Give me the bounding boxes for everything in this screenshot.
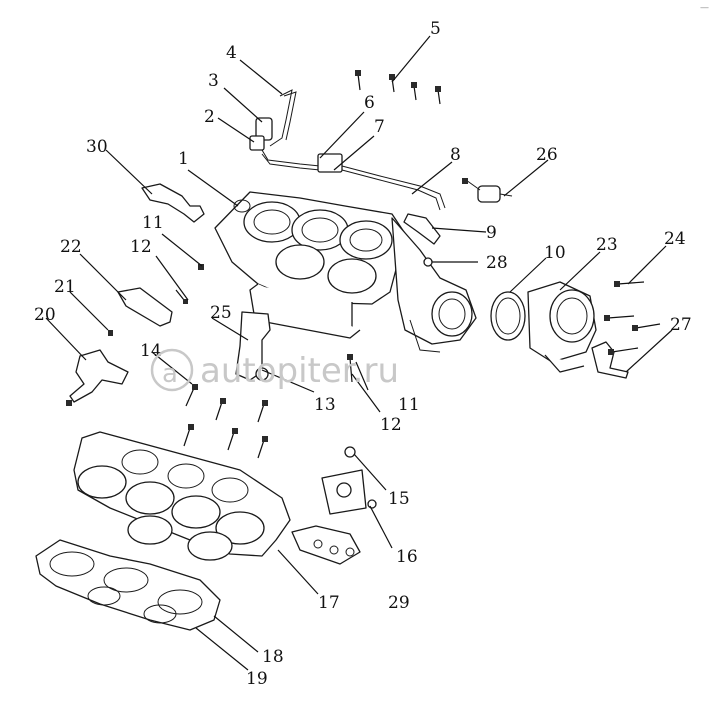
bracket-29 — [291, 525, 361, 565]
callout-9: 9 — [486, 223, 497, 243]
bracket-27 — [591, 341, 629, 379]
small-fasteners-left — [108, 264, 204, 336]
callout-30: 30 — [86, 137, 108, 157]
screws-right — [347, 354, 353, 383]
callout-12b: 12 — [380, 415, 402, 435]
callout-14: 14 — [140, 341, 162, 361]
watermark-logo-symbol: a — [162, 359, 178, 389]
callout-8: 8 — [450, 145, 461, 165]
callout-5: 5 — [430, 19, 441, 39]
callout-3: 3 — [208, 71, 219, 91]
callout-15: 15 — [388, 489, 410, 509]
callout-12a: 12 — [130, 237, 152, 257]
lower-intake-manifold — [73, 431, 291, 561]
callout-leaders — [45, 35, 673, 671]
callout-21: 21 — [54, 277, 76, 297]
callout-4: 4 — [226, 43, 237, 63]
callout-28: 28 — [486, 253, 508, 273]
bolts-14 — [183, 384, 268, 459]
vacuum-hose-assembly — [249, 89, 446, 245]
callout-6: 6 — [364, 93, 375, 113]
upper-intake-manifold — [214, 191, 477, 353]
corner-mark: — — [700, 3, 709, 13]
callout-17: 17 — [318, 593, 340, 613]
callout-7: 7 — [374, 117, 385, 137]
throttle-body — [527, 281, 597, 373]
callout-18: 18 — [262, 647, 284, 667]
callout-25: 25 — [210, 303, 232, 323]
callout-19: 19 — [246, 669, 268, 689]
callout-27: 27 — [670, 315, 692, 335]
callout-11b: 11 — [398, 395, 420, 415]
clip-28 — [423, 257, 433, 267]
callout-20: 20 — [34, 305, 56, 325]
bolts-24 — [604, 281, 661, 355]
throttle-seal-ring — [490, 291, 526, 341]
bracket-20 — [69, 349, 129, 403]
callout-13: 13 — [314, 395, 336, 415]
callout-2: 2 — [204, 107, 215, 127]
bracket-16 — [321, 446, 377, 515]
bracket-22 — [117, 287, 173, 327]
callout-10: 10 — [544, 243, 566, 263]
callout-22: 22 — [60, 237, 82, 257]
bolts-5 — [355, 70, 441, 105]
bracket-30 — [141, 183, 205, 223]
callout-11a: 11 — [142, 213, 164, 233]
callout-23: 23 — [596, 235, 618, 255]
intake-gasket — [35, 539, 221, 631]
callout-16: 16 — [396, 547, 418, 567]
callout-1: 1 — [178, 149, 189, 169]
callout-26: 26 — [536, 145, 558, 165]
sensor-26 — [462, 178, 513, 203]
callout-29: 29 — [388, 593, 410, 613]
callout-labels: 1 2 3 4 5 6 7 8 9 10 11 11 12 12 13 14 1… — [34, 19, 692, 689]
callout-24: 24 — [664, 229, 686, 249]
watermark-text: autopiter.ru — [200, 351, 399, 391]
watermark-logo-icon — [150, 348, 194, 392]
watermark: a autopiter.ru — [150, 348, 399, 392]
